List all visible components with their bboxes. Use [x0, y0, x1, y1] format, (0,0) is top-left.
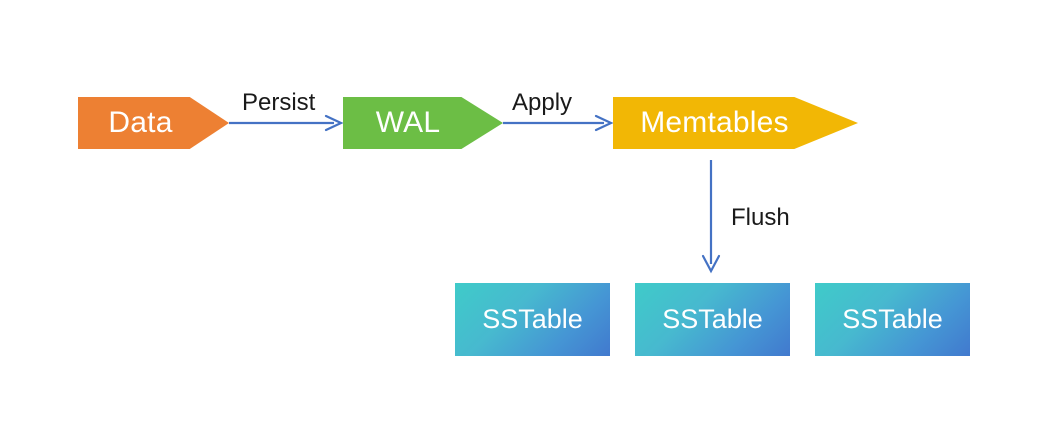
connector-flush-arrowhead [701, 254, 721, 274]
edge-label-persist: Persist [242, 89, 316, 116]
node-data-label: Data [108, 106, 173, 139]
connector-persist-arrowhead [324, 114, 344, 132]
node-memtables[interactable]: Memtables [613, 97, 858, 149]
edge-label-flush: Flush [731, 204, 790, 231]
sstable-label: SSTable [662, 304, 763, 334]
connector-apply-arrowhead [594, 114, 614, 132]
node-wal-label: WAL [375, 106, 441, 139]
edge-label-apply: Apply [512, 89, 573, 116]
connector-apply [503, 114, 614, 132]
connector-persist [229, 114, 344, 132]
node-wal[interactable]: WAL [343, 97, 503, 149]
sstable-label: SSTable [482, 304, 583, 334]
sstable-box[interactable]: SSTable [815, 283, 970, 356]
node-memtables-label: Memtables [640, 106, 789, 139]
sstable-label: SSTable [842, 304, 943, 334]
connector-flush [701, 160, 721, 274]
sstable-box[interactable]: SSTable [635, 283, 790, 356]
node-data[interactable]: Data [78, 97, 229, 149]
sstable-box[interactable]: SSTable [455, 283, 610, 356]
